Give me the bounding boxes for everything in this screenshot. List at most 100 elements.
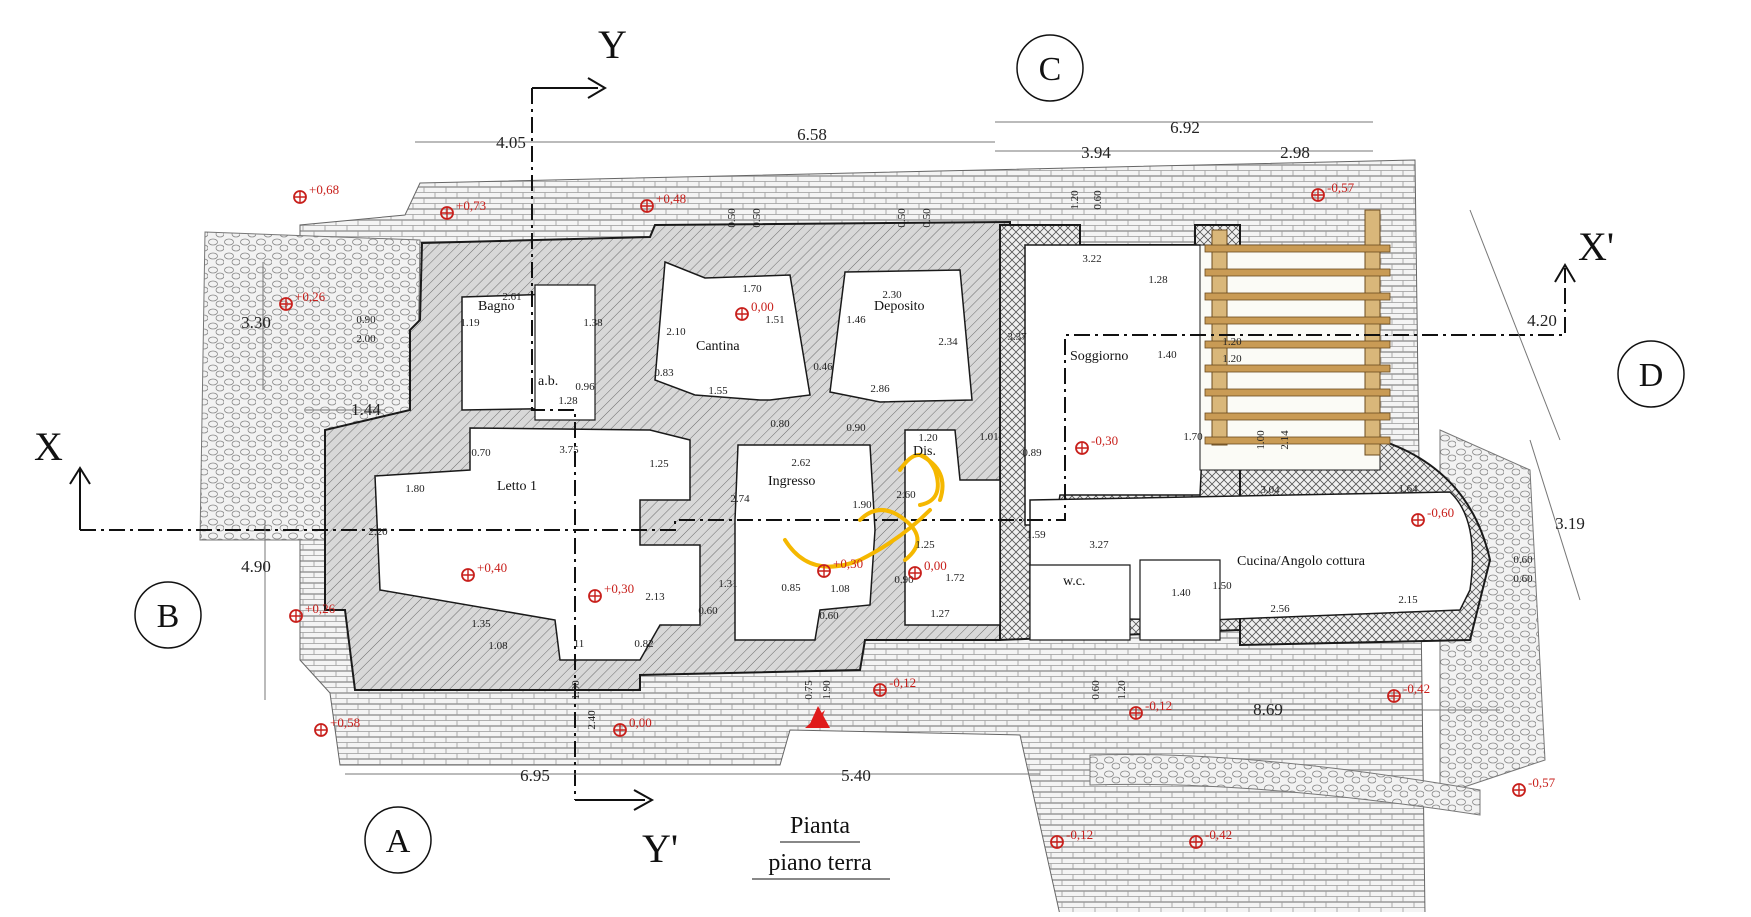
dimension-label: 1.08 (488, 640, 508, 652)
dimension-label: 0.80 (770, 418, 790, 430)
dimension-label: 0.82 (634, 638, 653, 650)
elevation-markers: +0,68 +0,73 +0,48 -0,57 +0,26 0,00 +0,26 +0,58 0… (279, 180, 1556, 849)
dimension-label: 1.01 (979, 431, 998, 443)
dimension-label: 1.90 (821, 680, 833, 700)
elevation-label: +0,73 (456, 198, 486, 213)
elevation-label: +0,26 (295, 289, 326, 304)
dimension-label: 1.35 (471, 618, 491, 630)
dimension-label: 1.40 (1171, 587, 1191, 599)
dimension-label: 2.74 (730, 493, 750, 505)
overall-dimension-label: 2.98 (1280, 143, 1310, 162)
overall-dimension-label: 3.94 (1081, 143, 1111, 162)
elevation-marker: +0,48 (640, 191, 686, 213)
elevation-label: +0,30 (833, 556, 863, 571)
elevation-marker: -0,57 (1311, 180, 1355, 202)
dimension-label: 0.50 (921, 208, 933, 228)
dimension-label: 1.31 (718, 578, 737, 590)
elevation-marker: +0,73 (440, 198, 486, 220)
dimension-label: 1.55 (708, 385, 728, 397)
overall-dimension-label: 6.95 (520, 766, 550, 785)
elevation-label: +0,26 (305, 601, 336, 616)
room-label-cucina: Cucina/Angolo cottura (1237, 554, 1366, 569)
elevation-label: -0,57 (1528, 775, 1556, 790)
elevation-marker: -0,30 (1075, 433, 1118, 455)
dimension-label: 0.89 (1022, 447, 1042, 459)
dimension-label: 1.20 (1116, 680, 1128, 700)
dimension-label: 1.46 (846, 314, 866, 326)
dimension-label: 2.86 (870, 383, 890, 395)
overall-dimension-label: 4.20 (1527, 311, 1557, 330)
overall-dimension-label: 6.58 (797, 125, 827, 144)
dimension-label: 0.60 (1092, 190, 1104, 210)
grid-label-d: D (1639, 357, 1664, 394)
elevation-label: 0,00 (924, 558, 947, 573)
dimension-label: 1.28 (1148, 274, 1168, 286)
elevation-marker: +0,26 (289, 601, 336, 623)
room-label-deposito: Deposito (874, 299, 925, 314)
elevation-label: -0,12 (1066, 827, 1093, 842)
dimension-label: 1.25 (915, 539, 935, 551)
dimension-label: 1.00 (570, 680, 582, 700)
dimension-label: 3.22 (1082, 253, 1101, 265)
dimension-label: 0.60 (698, 605, 718, 617)
dimension-label: 2.00 (356, 333, 376, 345)
dimension-line (1529, 439, 1581, 601)
grid-label-a: A (386, 823, 411, 860)
dimension-label: 0.83 (654, 367, 674, 379)
overall-dimension-label: 4.90 (241, 557, 271, 576)
elevation-marker: +0,30 (588, 581, 634, 603)
grid-markers: C B D A (134, 34, 1685, 874)
dimension-label: 3.37 (1007, 331, 1027, 343)
dimension-label: 2.10 (666, 326, 686, 338)
dimension-label: 0.85 (781, 582, 801, 594)
elevation-marker: +0,40 (461, 560, 507, 582)
dimension-label: 1.59 (1026, 529, 1046, 541)
handwritten-annotation (783, 453, 945, 569)
dimension-label: 2.56 (1270, 603, 1290, 615)
dimension-label: 0.60 (1513, 554, 1533, 566)
overall-dimension-label: 6.92 (1170, 118, 1200, 137)
elevation-marker: +0,58 (314, 715, 360, 737)
elevation-label: +0,58 (330, 715, 360, 730)
room-label-ingresso: Ingresso (768, 474, 815, 489)
elevation-label: +0,30 (604, 581, 634, 596)
dimension-label: 3.27 (1089, 539, 1109, 551)
overall-dimension-label: 8.69 (1253, 700, 1283, 719)
section-lines (80, 88, 1566, 800)
dimension-label: 2.62 (791, 457, 810, 469)
dimension-label: 1.90 (852, 499, 872, 511)
dimension-label: 0.46 (813, 361, 833, 373)
elevation-marker: -0,12 (1129, 698, 1172, 720)
dimension-label: 1.51 (765, 314, 784, 326)
elevation-marker: -0,42 (1189, 827, 1232, 849)
title-line-1: Pianta (790, 813, 850, 839)
elevation-marker: +0,26 (279, 289, 326, 311)
section-arrows (69, 77, 1576, 811)
dimension-label: 2.13 (645, 591, 665, 603)
dimension-label: 0.90 (894, 574, 914, 586)
dimension-label: 1.20 (1222, 336, 1242, 348)
section-labels: Y Y' X X' (34, 22, 1614, 871)
elevation-marker: +0,68 (293, 182, 339, 204)
elevation-label: -0,12 (889, 675, 916, 690)
dimension-line (1469, 209, 1561, 441)
dimension-label: 1.27 (930, 608, 950, 620)
elevation-marker: 0,00 (735, 299, 774, 321)
dimension-label: 1.72 (945, 572, 964, 584)
dimension-label: 1.64 (1398, 483, 1418, 495)
section-arrow-icon (575, 789, 655, 811)
dimension-label: 0.90 (356, 314, 376, 326)
elevation-marker: -0,60 (1411, 505, 1454, 527)
section-arrow-icon (532, 77, 607, 99)
elevation-marker: -0,12 (1050, 827, 1093, 849)
dimension-label: 1.70 (742, 283, 762, 295)
elevation-label: -0,57 (1327, 180, 1355, 195)
elevation-label: 0,00 (629, 715, 652, 730)
dimension-label: 0.60 (1090, 680, 1102, 700)
dimension-label: 0.50 (726, 208, 738, 228)
room-label-ab: a.b. (538, 374, 558, 389)
section-arrow-icon (69, 466, 91, 530)
